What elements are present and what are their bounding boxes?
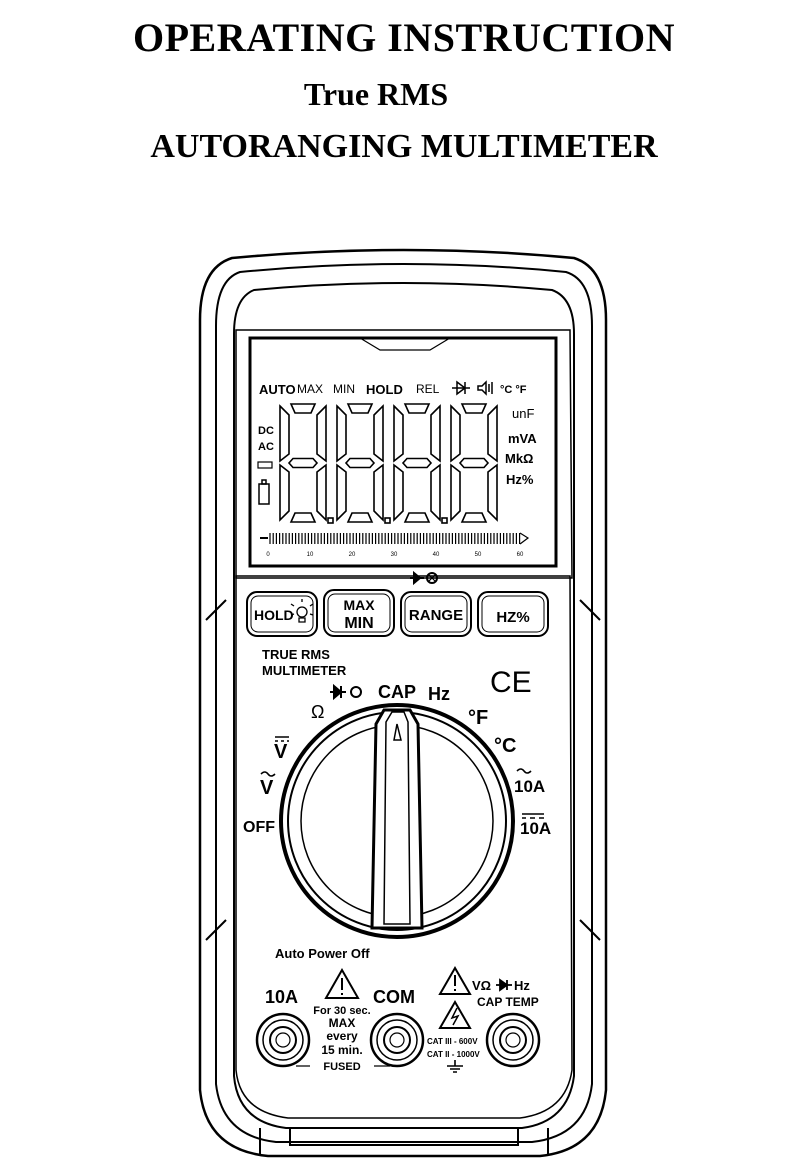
svg-text:FUSED: FUSED: [323, 1061, 360, 1073]
maxmin-button[interactable]: MAX MIN: [343, 597, 375, 632]
diode-beep-icon: [330, 683, 362, 701]
warning-icon: [438, 965, 472, 995]
brand-true-rms: TRUE RMS: [262, 647, 330, 662]
jack-volt[interactable]: [485, 1012, 541, 1068]
lcd-rel: REL: [416, 382, 440, 396]
dial-label-10a-ac: 10A: [514, 768, 545, 796]
dial-label-f: °F: [468, 707, 488, 729]
svg-text:V: V: [274, 741, 288, 763]
bargraph-tick-label: 30: [391, 552, 398, 558]
cat3-rating: CAT III - 600V: [427, 1037, 478, 1046]
battery-icon: [258, 479, 270, 505]
svg-text:HOLD: HOLD: [254, 607, 294, 623]
svg-text:V: V: [260, 777, 274, 799]
lcd-unit-mk: MkΩ: [505, 451, 533, 466]
lcd-bargraph-scale: 0 10 20 30 40 50 60: [266, 552, 524, 558]
lcd-beeper-icon: [477, 380, 493, 396]
rotary-dial[interactable]: [279, 703, 515, 939]
dial-label-hz: Hz: [428, 684, 450, 704]
ce-mark: CE: [490, 666, 532, 699]
lcd-unit-nf: unF: [512, 406, 534, 421]
svg-text:MAX: MAX: [329, 1016, 356, 1030]
document-title: OPERATING INSTRUCTION: [132, 15, 676, 60]
svg-text:MIN: MIN: [344, 615, 373, 632]
svg-text:every: every: [326, 1029, 358, 1043]
hold-button-shape: [246, 591, 318, 637]
bargraph-tick-label: 10: [307, 552, 314, 558]
jack-label-10a: 10A: [265, 987, 298, 1007]
lcd-minus-sign: [257, 461, 273, 469]
lcd-bargraph: [260, 532, 530, 545]
lcd-hold: HOLD: [366, 382, 403, 397]
bargraph-tick-label: 60: [517, 552, 524, 558]
lcd-min: MIN: [333, 382, 355, 396]
cat2-rating: CAT II - 1000V: [427, 1050, 480, 1059]
lcd-unit-mva: mVA: [508, 431, 537, 446]
lcd-max: MAX: [297, 382, 323, 396]
document-subtitle-multimeter: AUTORANGING MULTIMETER: [150, 128, 658, 165]
hz-button-shape: [477, 591, 549, 637]
lcd-bezel: [235, 329, 573, 579]
dial-label-vdc: V: [274, 736, 289, 763]
lcd-auto: AUTO: [259, 382, 296, 397]
dial-label-10a-dc: 10A: [520, 813, 551, 838]
bargraph-tick-label: 50: [475, 552, 482, 558]
dial-label-ohm: Ω: [311, 702, 324, 722]
range-button-shape: [400, 591, 472, 637]
lcd-unit-hz: Hz%: [506, 472, 534, 487]
jack-com[interactable]: [369, 1012, 425, 1068]
warning-icon: [324, 967, 360, 999]
bargraph-tick-label: 20: [349, 552, 356, 558]
outer-case: [198, 248, 608, 1158]
svg-text:10A: 10A: [514, 777, 545, 796]
range-button[interactable]: RANGE: [409, 607, 463, 624]
cap-temp-label: CAP TEMP: [477, 995, 539, 1009]
jack-label-com: COM: [373, 987, 415, 1007]
brand-multimeter: MULTIMETER: [262, 663, 347, 678]
fuse-notice: For 30 sec. MAX every 15 min. FUSED: [313, 1005, 370, 1073]
high-voltage-icon: [438, 999, 472, 1029]
lcd-digit: [393, 403, 448, 524]
svg-text:10A: 10A: [520, 819, 551, 838]
lcd-diode-icon: [452, 380, 470, 396]
lcd-digit: [336, 403, 391, 524]
hz-button[interactable]: HZ%: [496, 609, 529, 626]
lcd-digit: [279, 403, 334, 524]
lcd-temp-units: °C °F: [500, 384, 527, 396]
dial-label-c: °C: [494, 735, 516, 757]
auto-power-off-label: Auto Power Off: [275, 946, 370, 961]
bargraph-tick-label: 0: [266, 552, 270, 558]
ground-icon: [447, 1060, 463, 1073]
document-subtitle-true-rms: True RMS: [303, 76, 449, 112]
dial-label-off: OFF: [243, 819, 275, 836]
volt-jack-hz: Hz: [514, 978, 530, 993]
face-panel: [235, 575, 573, 1119]
maxmin-button-shape: [323, 589, 395, 637]
diode-icon: [496, 978, 512, 992]
dial-label-cap: CAP: [378, 682, 416, 702]
lcd-digits: [279, 403, 498, 524]
svg-text:15 min.: 15 min.: [321, 1043, 362, 1057]
dial-label-vac: V: [260, 771, 276, 799]
lcd-display: AUTO MAX MIN HOLD REL °C °F DC AC unF mV…: [257, 380, 537, 558]
lcd-ac: AC: [258, 441, 274, 453]
jack-10a[interactable]: [255, 1012, 311, 1068]
lcd-digit: [450, 403, 498, 523]
svg-text:For 30 sec.: For 30 sec.: [313, 1005, 370, 1017]
backlight-icon: [290, 599, 314, 623]
hold-button[interactable]: HOLD: [254, 599, 314, 623]
diode-beep-icon: [410, 570, 438, 586]
volt-jack-label: VΩ: [472, 978, 491, 993]
lcd-dc: DC: [258, 425, 274, 437]
bargraph-tick-label: 40: [433, 552, 440, 558]
svg-text:MAX: MAX: [343, 597, 375, 613]
